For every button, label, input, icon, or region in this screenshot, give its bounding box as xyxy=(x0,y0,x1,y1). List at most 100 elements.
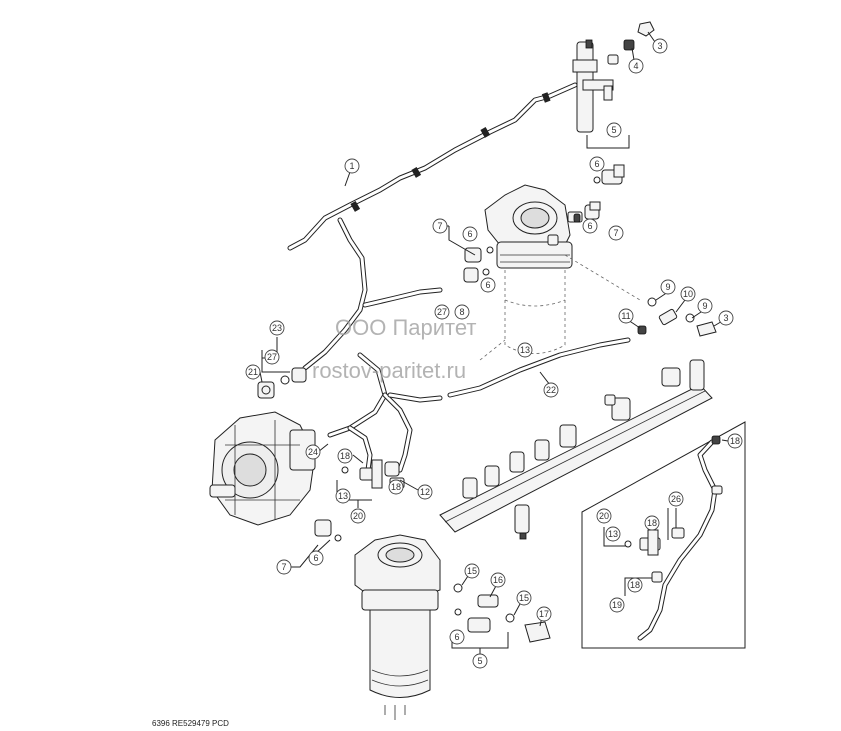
callout-3-right: 3 xyxy=(718,310,734,326)
svg-text:20: 20 xyxy=(599,511,609,521)
svg-text:3: 3 xyxy=(657,41,662,51)
svg-text:5: 5 xyxy=(477,656,482,666)
callout-5-top: 5 xyxy=(606,122,622,138)
svg-text:6: 6 xyxy=(594,159,599,169)
svg-text:9: 9 xyxy=(702,301,707,311)
callout-15-b: 15 xyxy=(516,590,532,606)
svg-text:12: 12 xyxy=(420,487,430,497)
callout-10: 10 xyxy=(680,286,696,302)
drawing-caption: 6396 RE529479 PCD xyxy=(152,719,229,728)
fitting-6-7-lower xyxy=(314,519,342,542)
svg-text:13: 13 xyxy=(520,345,530,355)
svg-text:17: 17 xyxy=(539,609,549,619)
svg-text:24: 24 xyxy=(308,447,318,457)
callout-14-inset: 13 xyxy=(605,526,621,542)
detail-inset xyxy=(581,421,746,649)
callout-19-inset-low: 18 xyxy=(627,577,643,593)
svg-text:21: 21 xyxy=(248,367,258,377)
fuel-line-23 xyxy=(447,337,631,398)
callout-3-top: 3 xyxy=(652,38,668,54)
callout-8: 8 xyxy=(454,304,470,320)
watermark-company: ООО Паритет xyxy=(335,315,476,340)
callout-11: 11 xyxy=(618,308,634,324)
callout-24: 24 xyxy=(305,444,321,460)
svg-text:3: 3 xyxy=(723,313,728,323)
svg-text:7: 7 xyxy=(437,221,442,231)
callout-27-mid: 27 xyxy=(434,304,450,320)
callout-19-inset-top: 18 xyxy=(727,433,743,449)
svg-text:5: 5 xyxy=(611,125,616,135)
svg-text:1: 1 xyxy=(349,161,354,171)
svg-text:6: 6 xyxy=(587,221,592,231)
callout-1: 1 xyxy=(344,158,360,174)
fitting-3-top xyxy=(607,21,655,65)
callout-17: 17 xyxy=(536,606,552,622)
svg-text:18: 18 xyxy=(647,518,657,528)
upper-fuel-line xyxy=(287,82,578,371)
callout-19-left: 18 xyxy=(337,448,353,464)
callout-19-inset-mid: 18 xyxy=(644,515,660,531)
callout-7-lower: 7 xyxy=(276,559,292,575)
middle-tubing xyxy=(327,352,443,473)
callout-6-top: 6 xyxy=(589,156,605,172)
svg-text:13: 13 xyxy=(338,491,348,501)
common-rail xyxy=(439,359,713,540)
callout-12: 12 xyxy=(417,484,433,500)
svg-text:4: 4 xyxy=(633,61,638,71)
svg-text:6: 6 xyxy=(454,632,459,642)
callout-16: 16 xyxy=(490,572,506,588)
callout-21: 21 xyxy=(245,364,261,380)
part-callouts: 3 4 1 5 6 6 7 7 6 6 27 8 23 27 21 13 22 … xyxy=(245,38,743,669)
fittings-21-22-27 xyxy=(257,367,307,399)
callout-6-lower: 6 xyxy=(308,550,324,566)
callout-6-bottom: 6 xyxy=(449,629,465,645)
svg-text:18: 18 xyxy=(730,436,740,446)
callout-7-left: 7 xyxy=(432,218,448,234)
callout-13: 13 xyxy=(517,342,533,358)
svg-text:18: 18 xyxy=(391,482,401,492)
callout-6-right: 6 xyxy=(582,218,598,234)
callout-15-a: 15 xyxy=(464,563,480,579)
callout-18: 19 xyxy=(609,597,625,613)
svg-text:18: 18 xyxy=(340,451,350,461)
svg-text:6: 6 xyxy=(485,280,490,290)
svg-text:13: 13 xyxy=(608,529,618,539)
svg-text:10: 10 xyxy=(683,289,693,299)
fitting-6-7-right xyxy=(573,201,601,223)
svg-text:9: 9 xyxy=(665,282,670,292)
watermark-url: rostov-paritet.ru xyxy=(312,358,466,383)
callout-9-a: 9 xyxy=(660,279,676,295)
svg-text:15: 15 xyxy=(519,593,529,603)
callout-23: 22 xyxy=(543,382,559,398)
callout-14-left: 13 xyxy=(335,488,351,504)
svg-text:15: 15 xyxy=(467,566,477,576)
fitting-6-7-left xyxy=(463,246,494,283)
upper-filter-housing xyxy=(484,184,583,354)
svg-text:23: 23 xyxy=(272,323,282,333)
callout-4: 4 xyxy=(628,58,644,74)
callout-22: 23 xyxy=(269,320,285,336)
svg-text:7: 7 xyxy=(281,562,286,572)
callout-9-b: 9 xyxy=(697,298,713,314)
svg-text:18: 18 xyxy=(630,580,640,590)
svg-text:26: 26 xyxy=(671,494,681,504)
svg-text:6: 6 xyxy=(313,553,318,563)
callout-19-mid: 18 xyxy=(388,479,404,495)
callout-6-mid: 6 xyxy=(480,277,496,293)
fitting-5-6-top xyxy=(593,164,625,185)
svg-text:20: 20 xyxy=(353,511,363,521)
fittings-15-16-17 xyxy=(453,583,551,643)
svg-text:19: 19 xyxy=(612,600,622,610)
callout-20-inset: 20 xyxy=(596,508,612,524)
svg-text:27: 27 xyxy=(437,307,447,317)
svg-text:7: 7 xyxy=(613,228,618,238)
lower-filter-housing xyxy=(354,534,441,720)
callout-20-left: 20 xyxy=(350,508,366,524)
high-pressure-pump xyxy=(209,411,316,526)
callout-7-right: 7 xyxy=(608,225,624,241)
svg-text:11: 11 xyxy=(621,311,630,321)
svg-text:6: 6 xyxy=(467,229,472,239)
callout-26: 26 xyxy=(668,491,684,507)
callout-5-bottom: 5 xyxy=(472,653,488,669)
